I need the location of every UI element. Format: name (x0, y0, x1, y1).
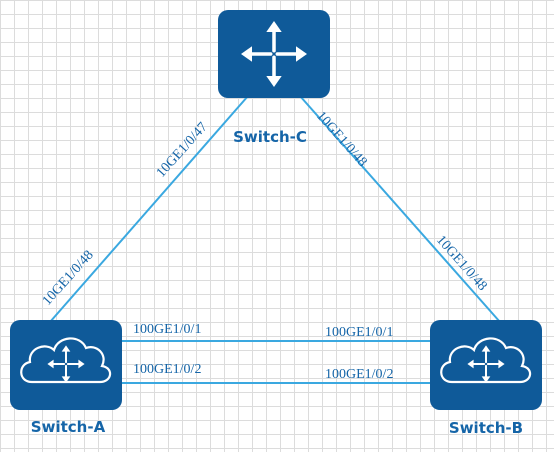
port-label-a-to-b-1-a: 100GE1/0/1 (133, 322, 201, 337)
switch-a-device[interactable] (10, 320, 122, 410)
port-label-a-to-b-2-a: 100GE1/0/2 (133, 362, 201, 377)
link-c-to-b (299, 95, 501, 323)
switch-a-label: Switch-A (31, 418, 106, 436)
link-c-to-a (49, 95, 249, 323)
switch-c-label: Switch-C (233, 128, 307, 146)
port-label-a-to-b-2-b: 100GE1/0/2 (325, 367, 393, 382)
switch-b-device[interactable] (430, 320, 542, 410)
switch-c-device[interactable] (218, 10, 330, 98)
switch-b-label: Switch-B (449, 419, 523, 437)
port-label-c-to-b-c: 10GE1/0/48 (313, 109, 370, 170)
port-label-a-to-b-1-b: 100GE1/0/1 (325, 325, 393, 340)
port-label-c-to-b-b: 10GE1/0/48 (433, 233, 490, 294)
